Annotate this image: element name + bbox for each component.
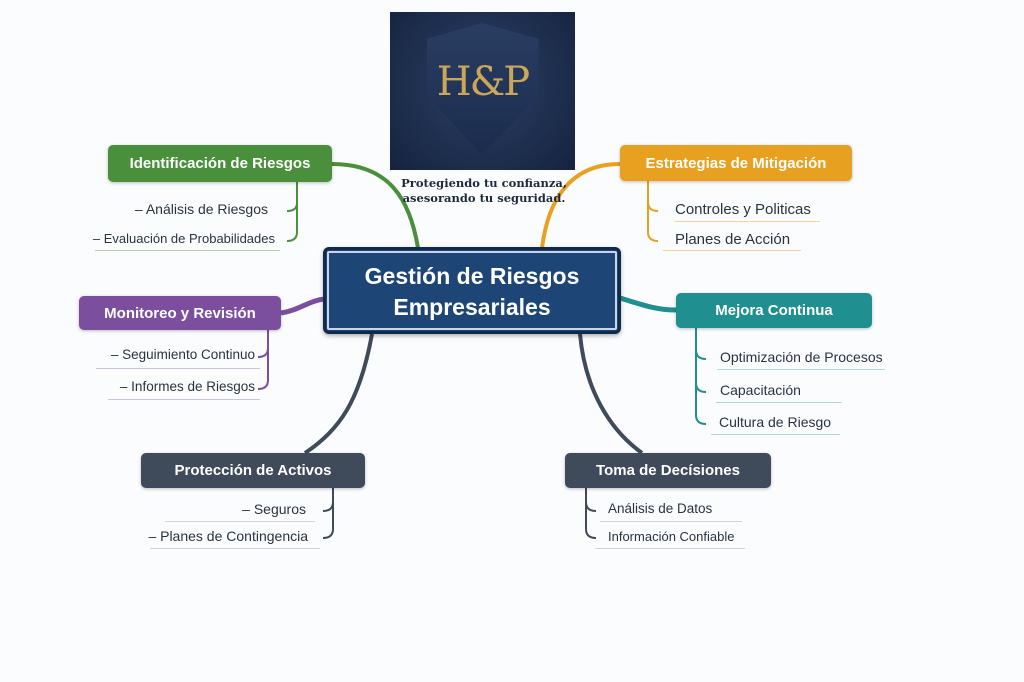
divider [717,369,885,370]
subitem: Controles y Politicas [675,201,811,218]
central-topic-line2: Empresariales [393,294,551,320]
divider [96,368,260,369]
divider [675,221,820,222]
divider [108,399,260,400]
subitem: Capacitación [720,382,801,398]
subitem: – Evaluación de Probabilidades [92,231,275,246]
tagline: Protegiendo tu confianza,asesorando tu s… [396,176,572,206]
subitem: Optimización de Procesos [720,349,883,365]
subitem: – Análisis de Riesgos [134,201,268,217]
branch-proteccion: Protección de Activos [141,453,365,488]
tagline-line1: Protegiendo tu confianza, [401,176,567,190]
divider [711,434,840,435]
subitem: – Seguros [242,501,306,517]
divider [600,521,742,522]
divider [716,402,842,403]
subitem: Información Confiable [608,529,735,544]
divider [150,548,320,549]
branch-identificacion: Identificación de Riesgos [108,145,332,182]
subitem: Cultura de Riesgo [719,414,832,430]
tagline-line2: asesorando tu seguridad. [402,191,566,205]
subitem: Planes de Acción [675,231,791,248]
branch-monitoreo: Monitoreo y Revisión [79,296,281,330]
subitem: – Planes de Contingencia [148,528,308,544]
shield-icon: H&P [426,23,539,155]
divider [165,521,315,522]
central-topic-line1: Gestión de Riesgos [364,263,580,289]
subitem: Análisis de Datos [608,501,713,516]
company-logo: H&P [390,12,575,170]
divider [95,250,280,251]
branch-toma-decisiones: Toma de Decísiones [565,453,771,488]
divider [595,548,745,549]
branch-estrategias: Estrategias de Mitigación [620,145,852,181]
subitem: – Seguimiento Continuo [110,347,255,362]
logo-text: H&P [436,59,530,105]
branch-mejora: Mejora Continua [676,293,872,328]
divider [663,250,801,251]
subitem: – Informes de Riesgos [119,379,255,394]
